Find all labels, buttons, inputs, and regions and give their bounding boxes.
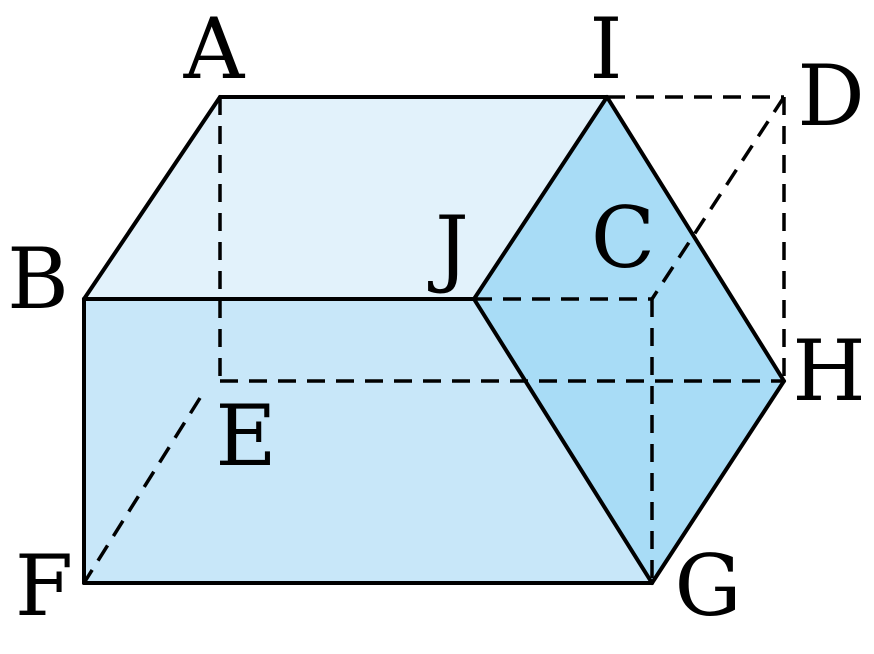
vertex-label-d: D [797,47,864,145]
hidden-edges [82,95,786,584]
edge-e-f [82,397,202,584]
vertex-label-e: E [215,387,276,485]
vertex-label-c: C [591,189,655,287]
visible-edges [82,95,786,585]
vertex-label-h: H [792,322,865,420]
face-side-ijgh [474,97,784,583]
vertex-label-g: G [674,537,741,635]
face-top-abji [84,97,607,299]
vertex-label-b: B [7,230,69,328]
vertex-label-f: F [15,537,73,635]
edge-i-j [472,95,609,301]
vertex-label-a: A [183,0,246,98]
edge-d-c [650,96,786,300]
face-front-bjgf [84,299,652,583]
edge-i-h [605,95,786,383]
edge-h-g [650,379,786,585]
vertex-label-i: I [589,0,622,98]
edge-a-b [82,95,222,301]
edge-j-g [472,297,654,585]
